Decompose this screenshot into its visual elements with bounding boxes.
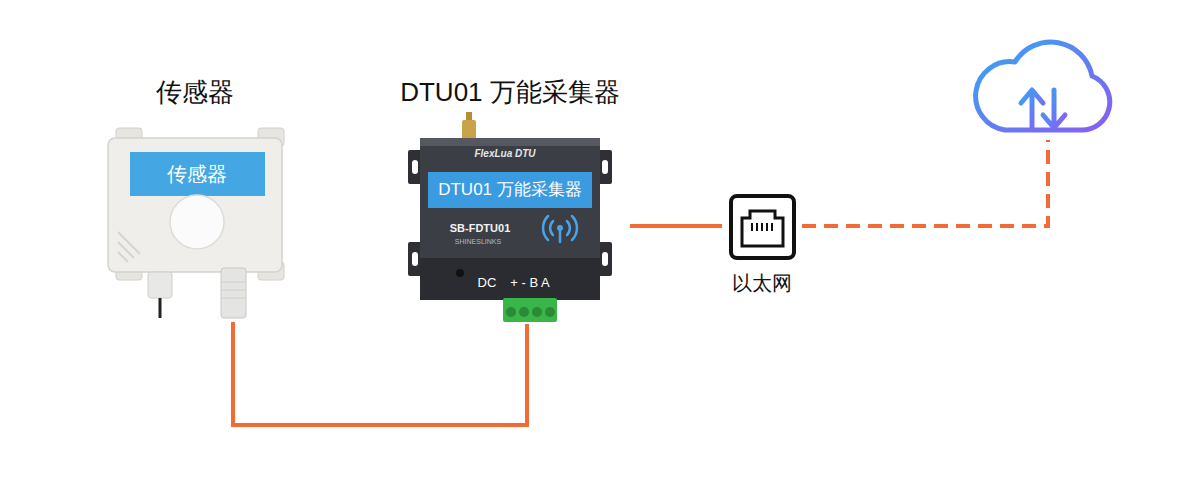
dtu-device: DTU01 万能采集器 FlexLua DTU DTU01 万能采集器 SB-FDTU… — [390, 72, 630, 324]
maker-text: SHINESLINKS — [455, 238, 501, 246]
sensor-device: 传感器传感器 — [95, 72, 295, 322]
pin-label: + - B A — [510, 275, 549, 291]
ethernet-node: 以太网 — [722, 192, 802, 300]
dtu-device — [408, 112, 612, 322]
device-label-band: 传感器 — [167, 162, 227, 186]
network-label: 以太网 — [732, 271, 792, 295]
brand-text: FlexLua DTU — [474, 148, 535, 160]
device-label-band: DTU01 万能采集器 — [438, 180, 582, 200]
network-link — [802, 140, 1048, 226]
sensor-wire — [233, 322, 527, 425]
cloud-icon — [976, 42, 1110, 130]
port-label: DC — [478, 275, 497, 291]
device-heading: 传感器 — [156, 77, 234, 108]
ethernet-icon — [731, 196, 794, 258]
sensor-housing — [108, 128, 284, 318]
model-number: SB-FDTU01 — [450, 222, 511, 235]
ethernet-cable — [630, 224, 722, 228]
cloud-node — [965, 25, 1115, 140]
device-heading: DTU01 万能采集器 — [400, 77, 620, 108]
